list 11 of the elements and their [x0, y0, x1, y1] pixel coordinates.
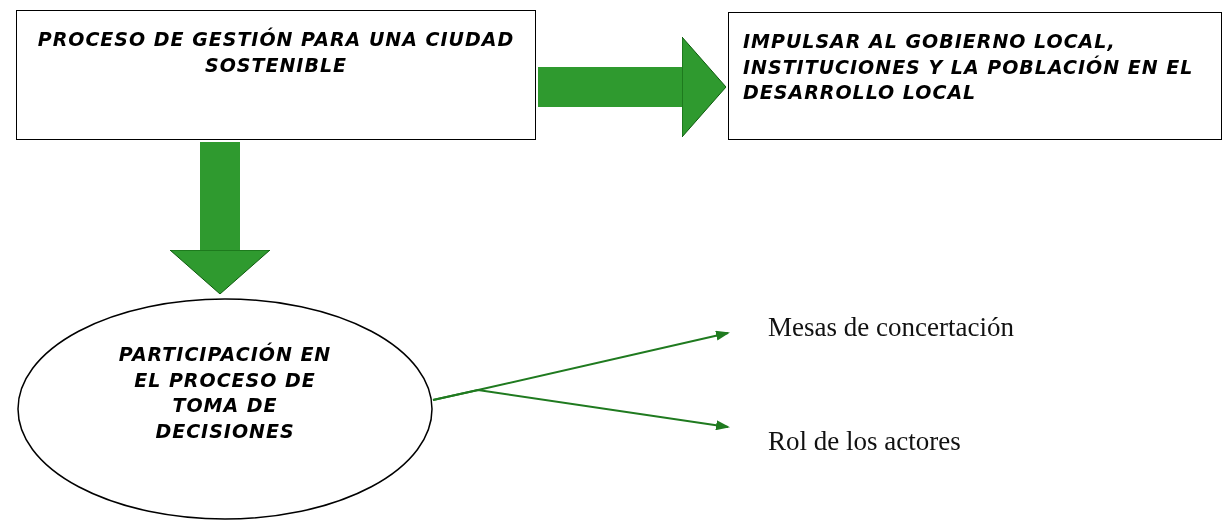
outcome-text: Rol de los actores [768, 426, 962, 457]
block-arrow [538, 36, 727, 138]
arrow [432, 389, 730, 431]
process-box [16, 10, 536, 140]
box-text: PARTICIPACIÓN EN EL PROCESO DE TOMA DE DECISIONES [117, 342, 333, 444]
box-text: PROCESO DE GESTIÓN PARA UNA CIUDAD SOSTENIBLE [37, 27, 515, 78]
block-arrow [169, 142, 271, 295]
box-text: IMPULSAR AL GOBIERNO LOCAL, INSTITUCIONES Y LA POBLACIÓN EN EL DESARROLLO LOCAL [743, 29, 1195, 106]
participation-ellipse [17, 298, 433, 520]
goal-box [728, 12, 1222, 140]
outcome-text: Mesas de concertación [768, 312, 1015, 343]
